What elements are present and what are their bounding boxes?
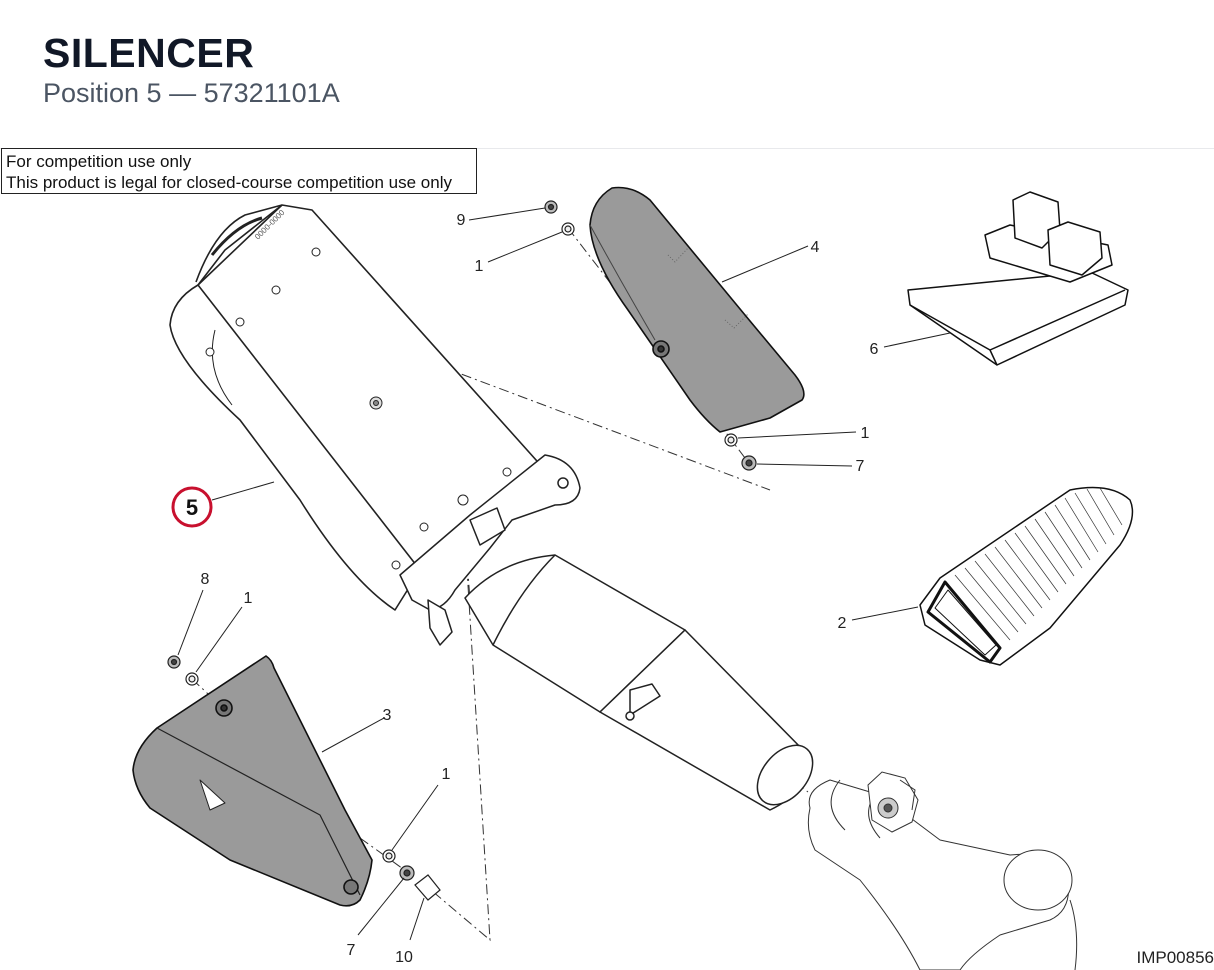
callout-9[interactable]: 9 <box>457 212 466 229</box>
competition-notice: For competition use only This product is… <box>1 148 477 194</box>
heat-shield-part-3[interactable] <box>132 655 373 907</box>
callout-1-bottom[interactable]: 1 <box>442 766 451 783</box>
fasteners <box>167 200 757 901</box>
silencer-part-5[interactable]: 0000-0000 <box>169 204 546 611</box>
heat-shield-part-4[interactable] <box>589 186 805 433</box>
notice-line-2: This product is legal for closed-course … <box>6 173 452 192</box>
callout-8[interactable]: 8 <box>201 571 210 588</box>
callout-7-right[interactable]: 7 <box>856 458 865 475</box>
highlighted-position-label[interactable]: 5 <box>186 495 198 520</box>
notice-line-1: For competition use only <box>6 152 192 171</box>
callout-1-top[interactable]: 1 <box>475 258 484 275</box>
page-title: SILENCER <box>43 30 255 76</box>
page-subtitle: Position 5 — 57321101A <box>43 78 340 108</box>
diagram-reference-code: IMP00856 <box>1136 948 1214 967</box>
callout-1-right[interactable]: 1 <box>861 425 870 442</box>
part-2-ribs <box>954 487 1123 641</box>
callout-2[interactable]: 2 <box>838 615 847 632</box>
link-pipe <box>464 554 814 811</box>
exhaust-clamp <box>867 771 919 833</box>
silencer-bolt-holes <box>205 247 512 570</box>
callout-labels: 9 1 4 6 1 7 2 8 1 3 1 7 10 <box>201 212 879 966</box>
callout-1-left[interactable]: 1 <box>244 590 253 607</box>
callout-6[interactable]: 6 <box>870 341 879 358</box>
callout-10[interactable]: 10 <box>395 949 413 966</box>
callout-leader-lines <box>177 207 951 941</box>
page-header: SILENCER Position 5 — 57321101A <box>0 0 1214 149</box>
mounting-bracket <box>399 454 581 646</box>
callout-4[interactable]: 4 <box>811 239 820 256</box>
callout-7-bottom[interactable]: 7 <box>347 942 356 959</box>
header-pipe <box>807 779 1078 970</box>
callout-3[interactable]: 3 <box>383 707 392 724</box>
highlight-ring <box>171 486 213 528</box>
part-2-end-cap[interactable] <box>919 486 1134 666</box>
part-6-plate[interactable] <box>907 191 1129 366</box>
